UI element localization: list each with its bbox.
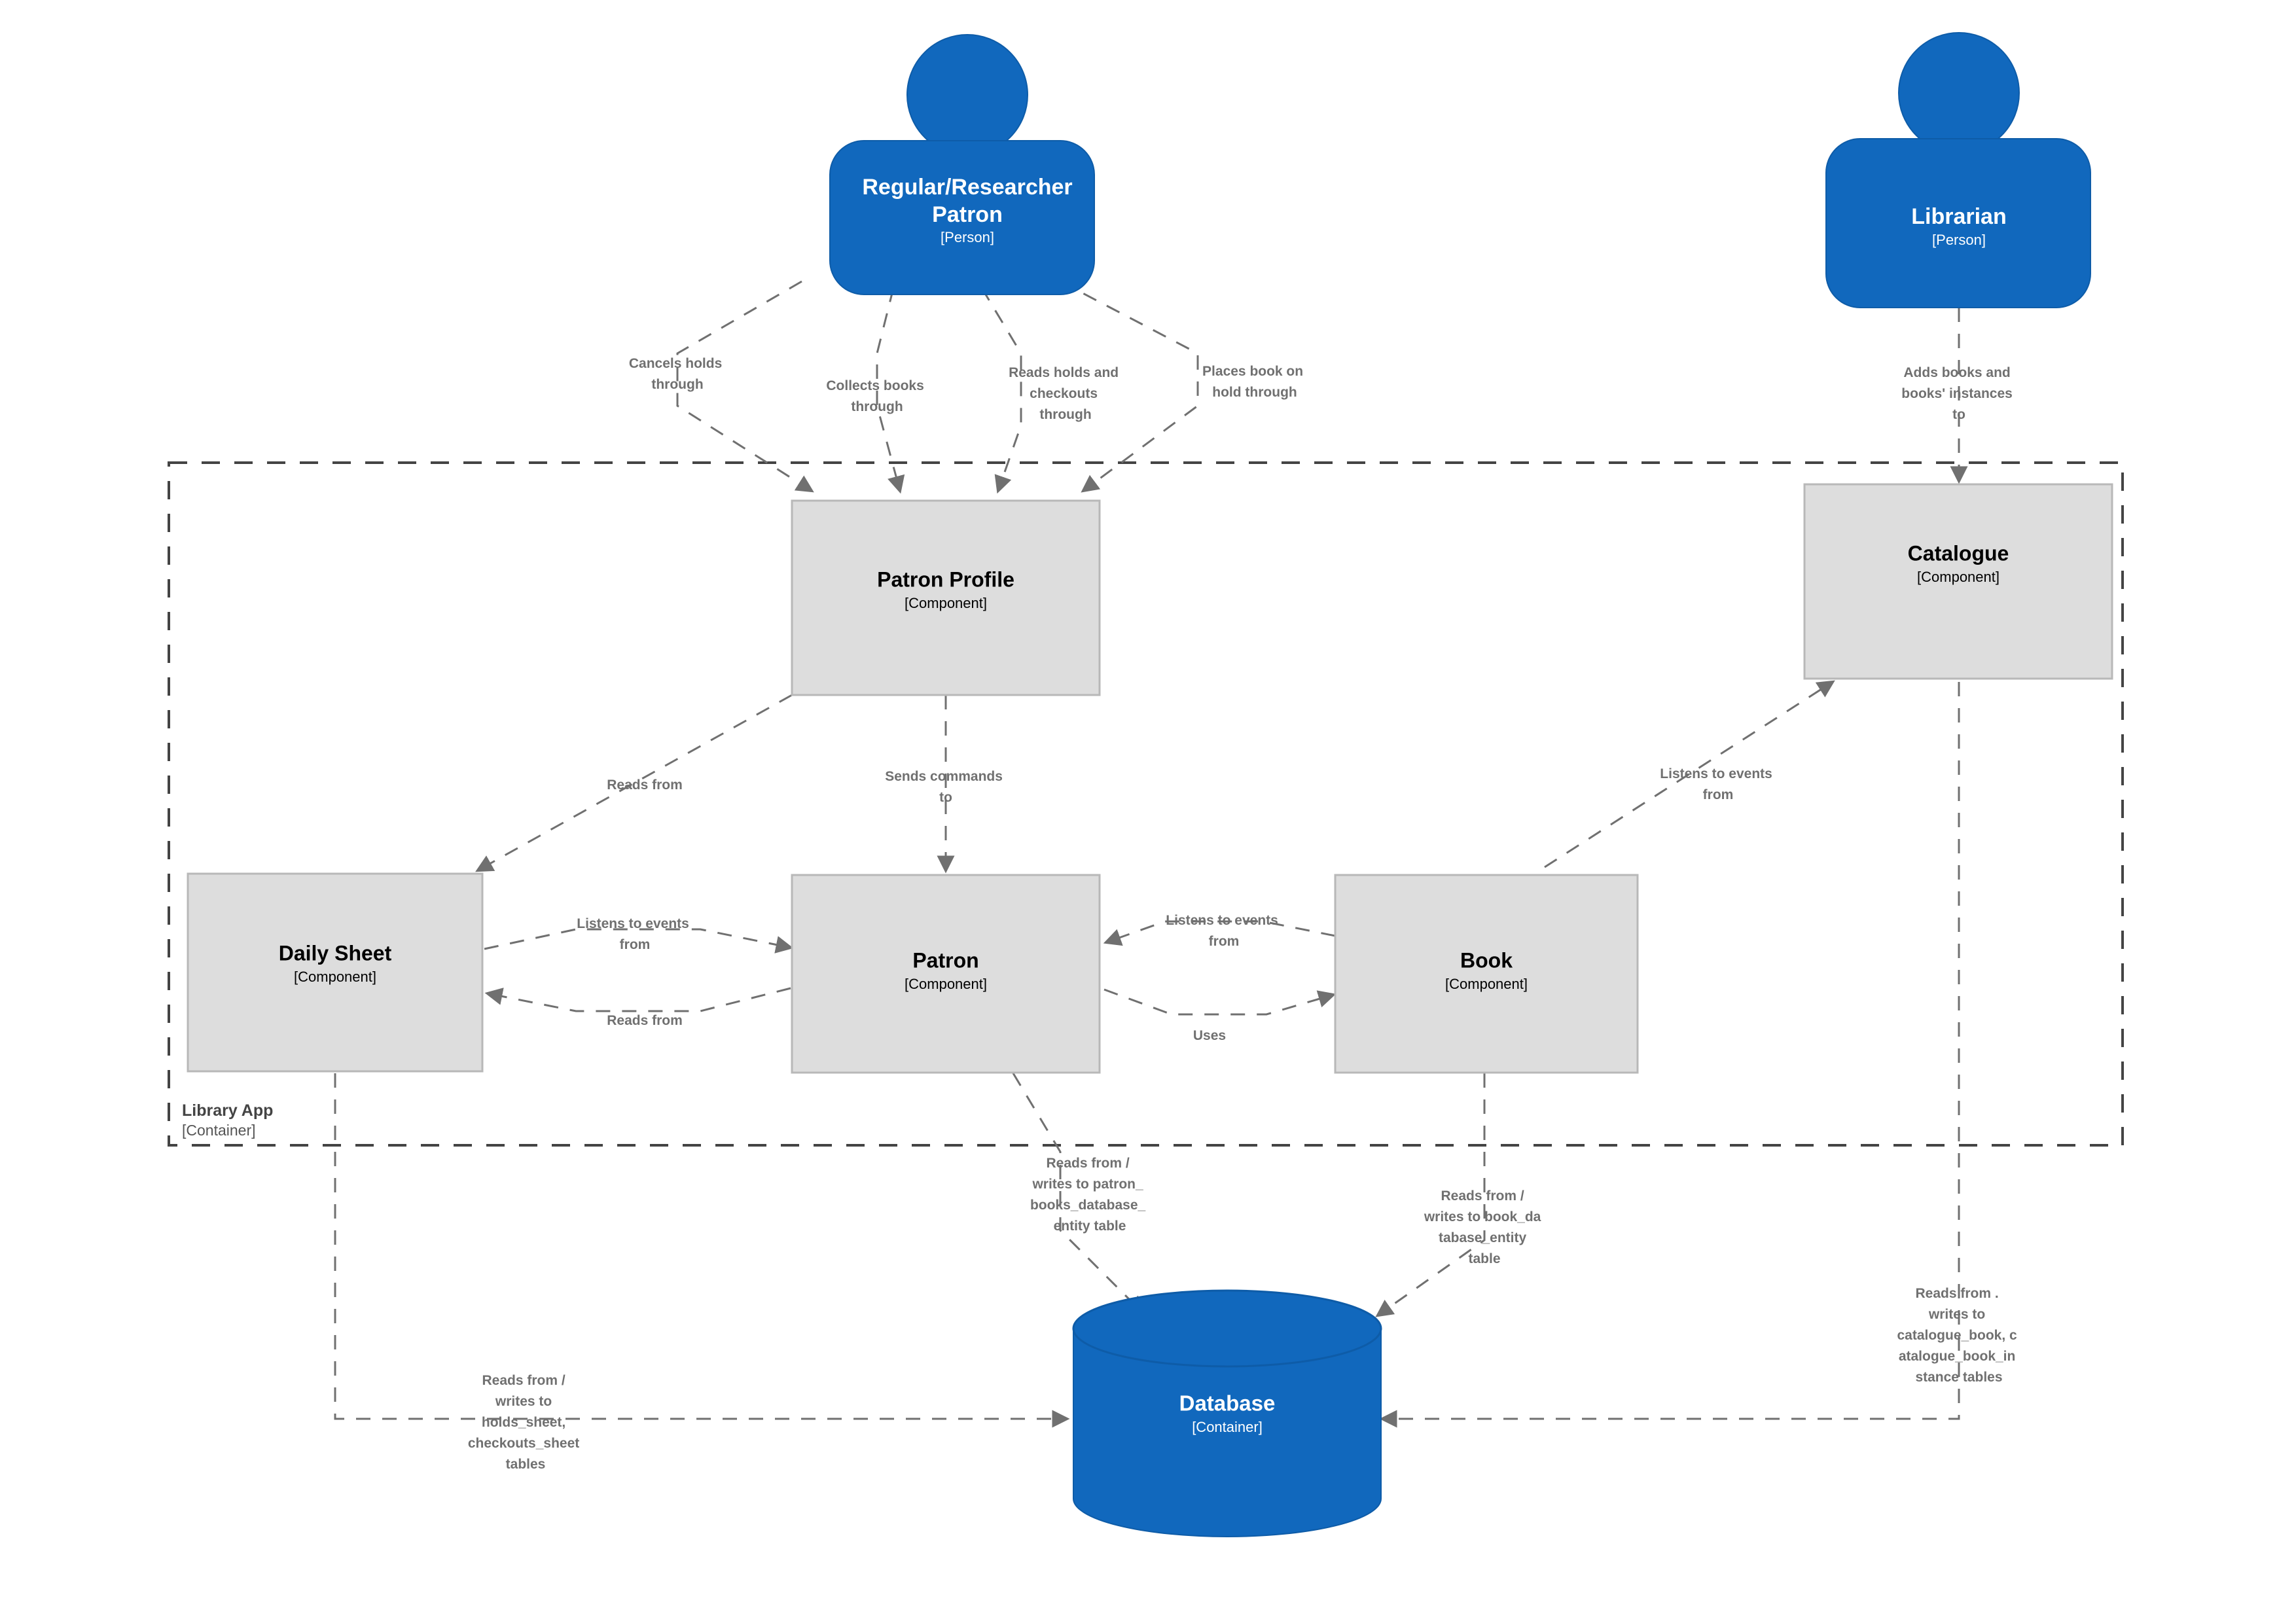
component-daily-sheet[interactable]: Daily Sheet [Component] bbox=[187, 872, 484, 1073]
database-subtitle: [Container] bbox=[1192, 1419, 1263, 1435]
edge-cancels-holds-through: Cancels holds through bbox=[629, 280, 814, 493]
edge-daily-sheet-to-database: Reads from / writes to holds_sheet, chec… bbox=[334, 1073, 1070, 1472]
edge-label: Uses bbox=[1193, 1028, 1226, 1043]
component-subtitle: [Component] bbox=[294, 969, 376, 985]
edge-label: Reads from / writes to patron_ books_dat… bbox=[1030, 1156, 1149, 1234]
component-title: Catalogue bbox=[1908, 541, 2009, 565]
edge-reads-holds-and-checkouts-through: Reads holds and checkouts through bbox=[980, 287, 1122, 494]
boundary-subtitle: [Container] bbox=[182, 1122, 256, 1139]
person-subtitle: [Person] bbox=[941, 229, 994, 245]
database-cylinder-top-icon bbox=[1072, 1289, 1382, 1368]
component-catalogue[interactable]: Catalogue [Component] bbox=[1803, 483, 2113, 680]
component-box bbox=[791, 499, 1101, 696]
edge-patron-profile-reads-from-daily-sheet: Reads from bbox=[475, 694, 793, 872]
edge-label: Listens to events from bbox=[1660, 766, 1776, 802]
person-regular-researcher-patron[interactable]: Regular/Researcher Patron [Person] bbox=[829, 34, 1095, 295]
edge-patron-reads-from-daily-sheet: Reads from bbox=[484, 987, 791, 1028]
component-patron[interactable]: Patron [Component] bbox=[791, 874, 1101, 1074]
person-title-line2: Patron bbox=[932, 202, 1003, 227]
edge-label: Reads from / writes to holds_sheet, chec… bbox=[468, 1373, 583, 1472]
edge-collects-books-through: Collects books through bbox=[826, 287, 927, 494]
component-subtitle: [Component] bbox=[1445, 976, 1528, 992]
edge-adds-books-to-catalogue: Adds books and books' instances to bbox=[1901, 308, 2016, 484]
person-body-icon bbox=[1825, 138, 2091, 308]
person-head-icon bbox=[906, 34, 1028, 156]
person-head-icon bbox=[1898, 32, 2020, 154]
edge-book-to-database: Reads from / writes to book_da tabase_en… bbox=[1375, 1073, 1545, 1317]
library-app-boundary: Library App [Container] bbox=[168, 461, 2124, 1147]
component-book[interactable]: Book [Component] bbox=[1334, 874, 1639, 1074]
edge-label: Reads from bbox=[607, 777, 683, 793]
component-box bbox=[1334, 874, 1639, 1074]
component-title: Patron bbox=[912, 948, 978, 972]
edge-patron-to-database: Reads from / writes to patron_ books_dat… bbox=[1012, 1073, 1149, 1315]
edge-catalogue-to-database: Reads from . writes to catalogue_book, c… bbox=[1379, 682, 2020, 1428]
edge-label: Collects books through bbox=[826, 378, 927, 414]
component-title: Daily Sheet bbox=[279, 941, 392, 965]
edge-label: Reads from bbox=[607, 1013, 683, 1028]
component-patron-profile[interactable]: Patron Profile [Component] bbox=[791, 499, 1101, 696]
edge-label: Reads from / writes to book_da tabase_en… bbox=[1424, 1188, 1545, 1266]
component-subtitle: [Component] bbox=[905, 976, 987, 992]
person-librarian[interactable]: Librarian [Person] bbox=[1825, 32, 2091, 308]
database-cylinder-body-icon bbox=[1073, 1328, 1382, 1537]
edge-label: Adds books and books' instances to bbox=[1901, 365, 2016, 422]
person-subtitle: [Person] bbox=[1932, 232, 1986, 248]
person-title: Regular/Researcher bbox=[862, 175, 1072, 200]
edge-label: Listens to events from bbox=[1166, 913, 1282, 949]
person-title: Librarian bbox=[1911, 204, 2006, 229]
component-title: Book bbox=[1460, 948, 1513, 972]
component-subtitle: [Component] bbox=[905, 595, 987, 611]
edge-patron-uses-book: Uses bbox=[1103, 988, 1336, 1043]
edge-label: Places book on hold through bbox=[1202, 364, 1307, 400]
component-title: Patron Profile bbox=[877, 567, 1014, 591]
boundary-title: Library App bbox=[182, 1101, 273, 1120]
edge-label: Reads from . writes to catalogue_book, c… bbox=[1897, 1286, 2020, 1385]
edge-book-listens-to-catalogue: Listens to events from bbox=[1544, 680, 1835, 868]
component-box bbox=[187, 872, 484, 1073]
component-box bbox=[1803, 483, 2113, 680]
edge-daily-sheet-listens-to-patron: Listens to events from bbox=[484, 916, 794, 954]
edge-sends-commands-to: Sends commands to bbox=[885, 695, 1007, 874]
edge-label: Sends commands to bbox=[885, 769, 1007, 805]
component-box bbox=[791, 874, 1101, 1074]
edge-label: Listens to events from bbox=[577, 916, 692, 952]
database-title: Database bbox=[1179, 1391, 1276, 1416]
person-body-icon bbox=[829, 140, 1095, 295]
edge-label: Cancels holds through bbox=[629, 356, 726, 392]
edge-book-listens-to-patron: Listens to events from bbox=[1103, 913, 1336, 949]
container-database[interactable]: Database [Container] bbox=[1072, 1289, 1382, 1537]
edge-label: Reads holds and checkouts through bbox=[1009, 365, 1122, 422]
component-subtitle: [Component] bbox=[1917, 569, 2000, 585]
edge-places-book-on-hold-through: Places book on hold through bbox=[1060, 280, 1307, 493]
